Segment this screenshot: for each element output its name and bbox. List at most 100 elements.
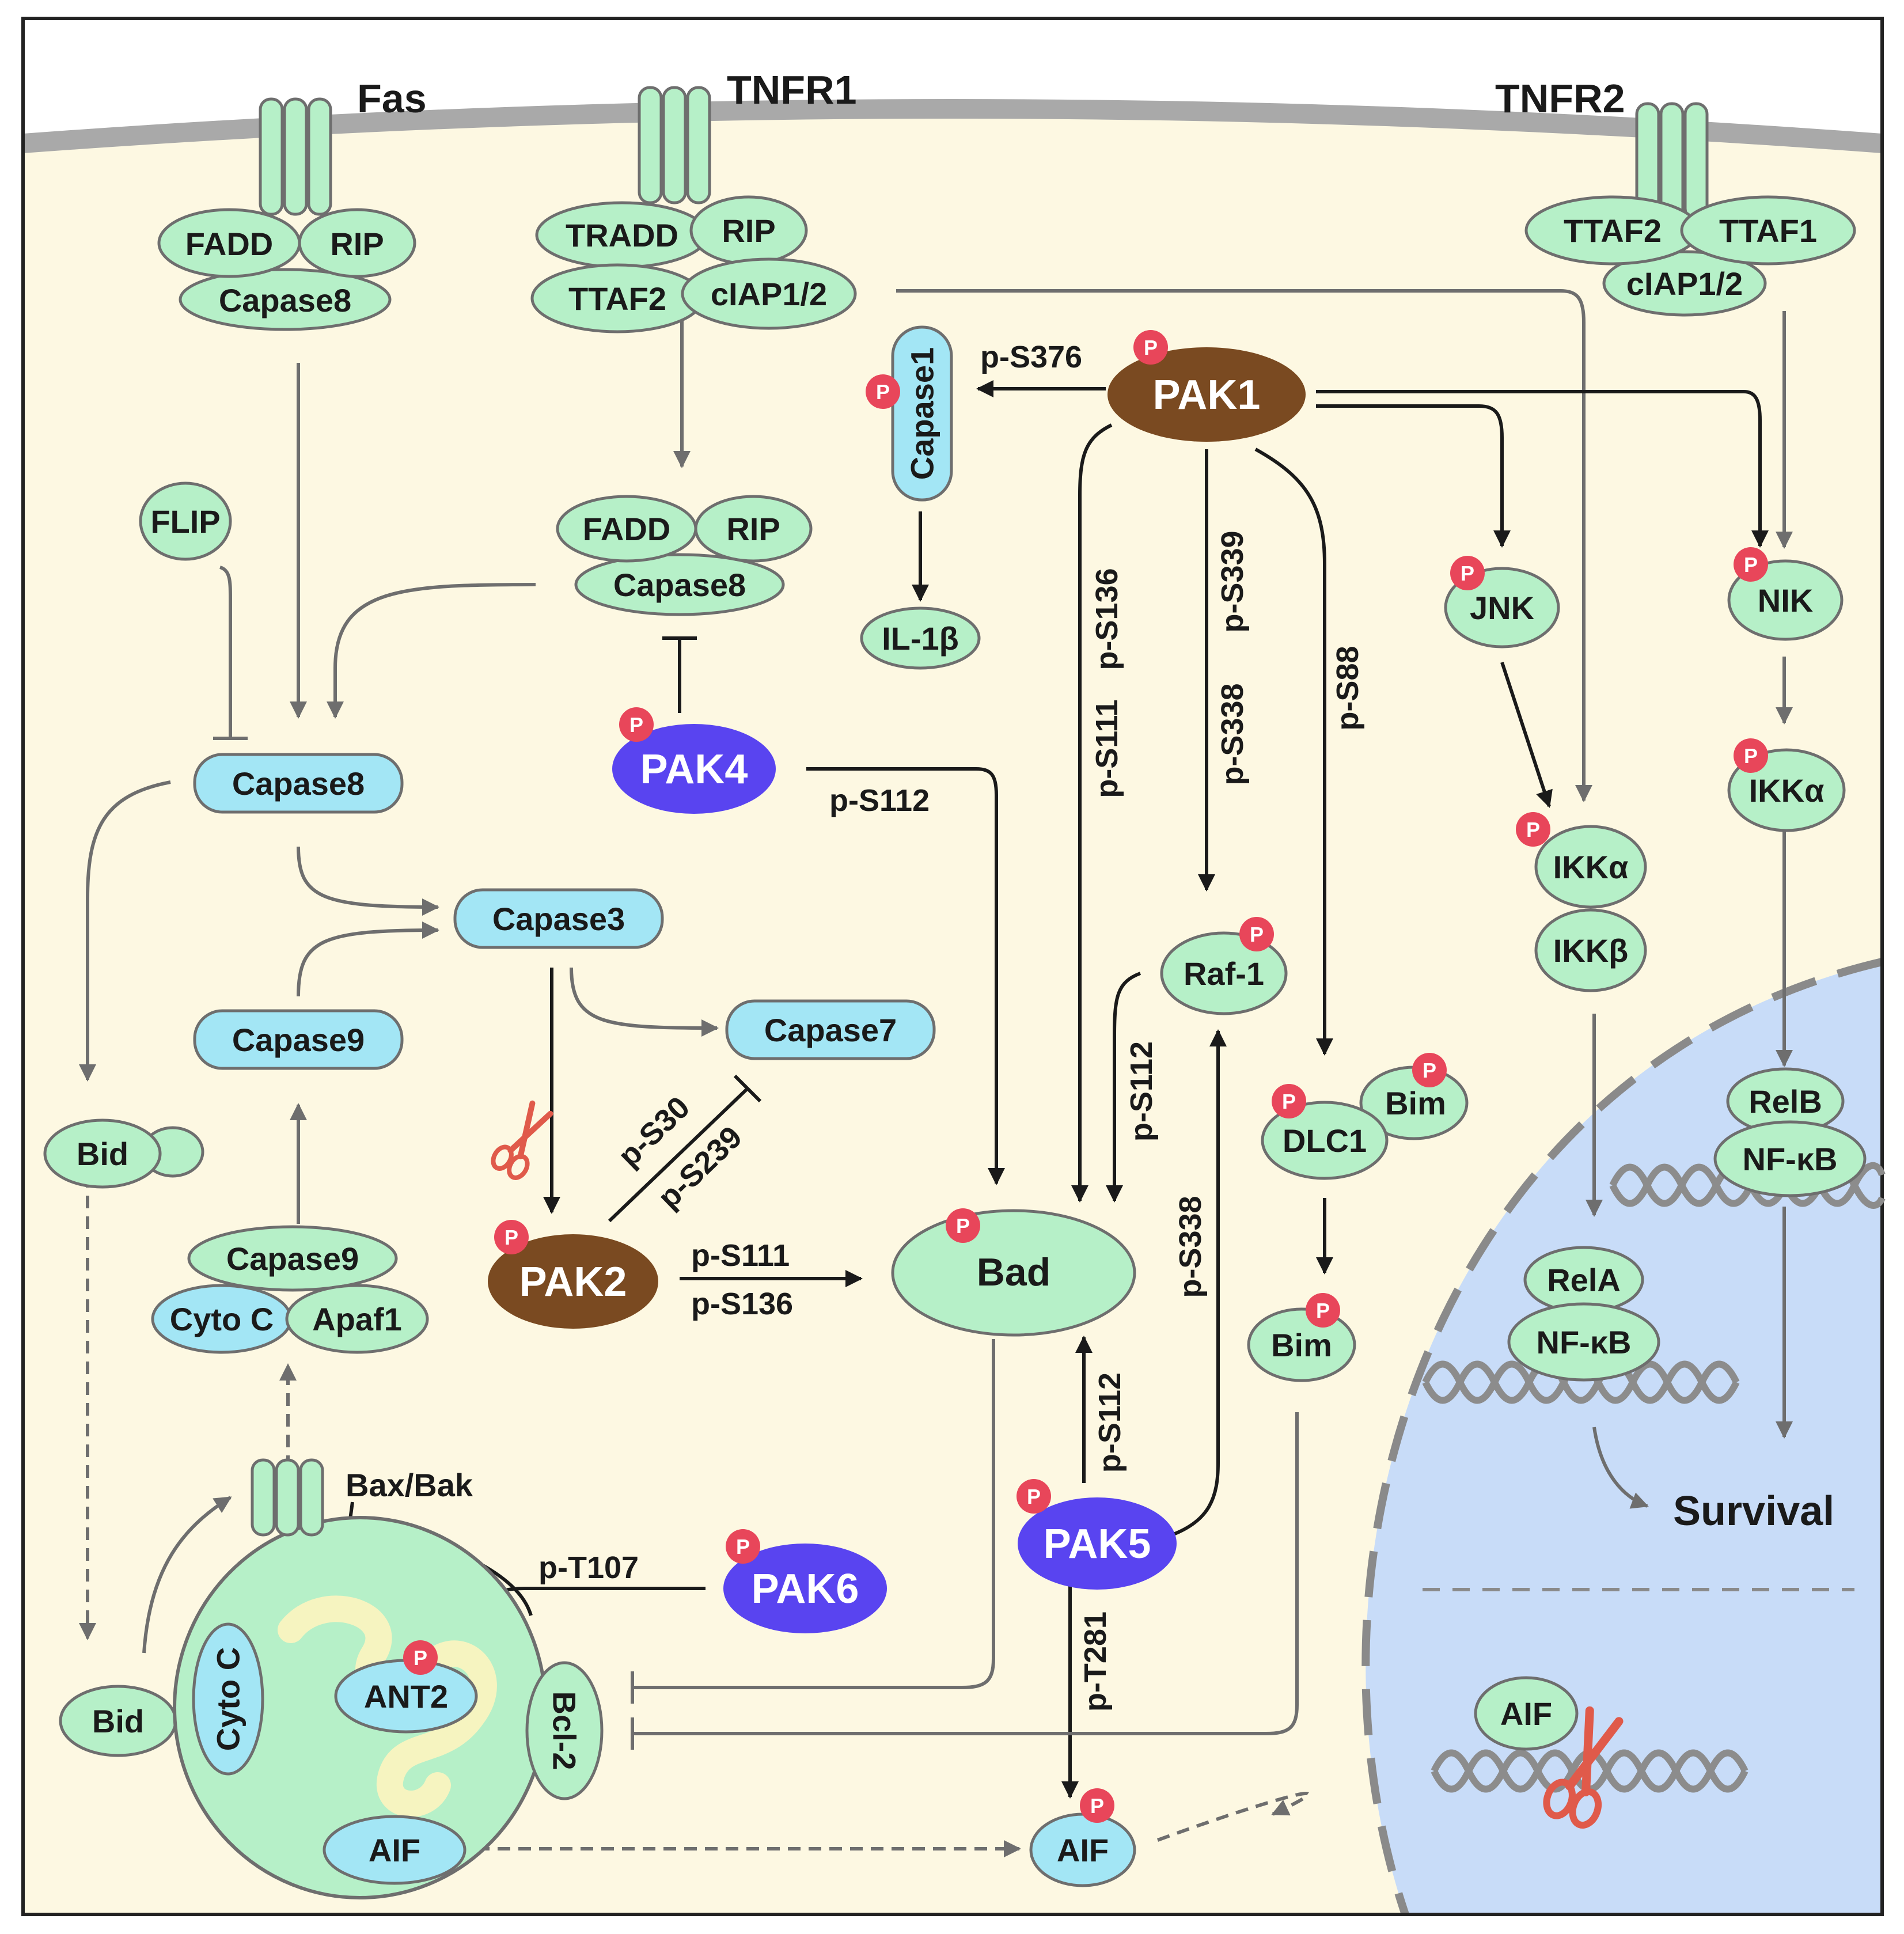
tnfr2-label: TNFR2 bbox=[1495, 76, 1625, 121]
phospho-badge: P bbox=[1306, 1293, 1340, 1328]
bim-label: Bim bbox=[1271, 1327, 1332, 1363]
capase1-label: Capase1 bbox=[904, 347, 940, 480]
capase3 bbox=[453, 888, 664, 949]
pak6-label: PAK6 bbox=[752, 1566, 859, 1612]
ikka-left bbox=[1534, 825, 1647, 909]
svg-text:P: P bbox=[1461, 562, 1474, 585]
bid-top-label: Bid bbox=[77, 1136, 128, 1172]
pak5-to-raf1-arrow bbox=[1171, 1029, 1227, 1537]
tnfr1-label: TNFR1 bbox=[727, 67, 857, 112]
tnfr1-ciap-label: cIAP1/2 bbox=[711, 276, 827, 312]
phospho-badge: P bbox=[866, 374, 900, 409]
pak1-to-nik-arrow bbox=[1316, 390, 1769, 548]
flip-label: FLIP bbox=[150, 503, 220, 540]
aif-cyto-label: AIF bbox=[1057, 1832, 1109, 1868]
bax-bak-label: Bax/Bak bbox=[346, 1467, 473, 1503]
phospho-badge: P bbox=[726, 1529, 760, 1564]
mid-capase8-to-capase8-arrow bbox=[327, 583, 536, 719]
scissors-icon bbox=[1543, 1706, 1624, 1829]
pak1 bbox=[1107, 347, 1306, 442]
phospho-badge: P bbox=[1272, 1084, 1306, 1118]
bid-to-baxbak-arrow bbox=[142, 1496, 232, 1654]
pak5-label: PAK5 bbox=[1044, 1521, 1151, 1567]
tnfr2-ciap-label: cIAP1/2 bbox=[1626, 266, 1743, 302]
mito-cytoc bbox=[192, 1622, 264, 1776]
aif-to-nucleus-dashed bbox=[1156, 1791, 1310, 1842]
apo-cytoc-label: Cyto C bbox=[170, 1301, 274, 1337]
tnfr2-complex bbox=[1524, 195, 1856, 317]
mid-fadd-label: FADD bbox=[583, 511, 670, 547]
capase8-to-capase3-arrow bbox=[297, 846, 439, 916]
bim-inhibits-bcl2 bbox=[632, 1412, 1299, 1735]
nfkb-left bbox=[1507, 1302, 1660, 1382]
capase7 bbox=[725, 999, 936, 1060]
site-s339-label: p-S339 bbox=[1215, 530, 1250, 632]
site-pak5-s112-label: p-S112 bbox=[1093, 1372, 1127, 1473]
bid-bottom-label: Bid bbox=[92, 1703, 144, 1739]
raf1-label: Raf-1 bbox=[1184, 955, 1264, 992]
capase8-to-bid-arrow bbox=[79, 780, 171, 1082]
pak5 bbox=[1018, 1497, 1177, 1590]
flip-inhibition bbox=[219, 566, 232, 738]
ciap-to-ikk-arrow bbox=[896, 289, 1592, 802]
tnfr2-ttaf1 bbox=[1680, 195, 1856, 266]
ikkb bbox=[1534, 908, 1647, 992]
pak1-to-jnk-arrow bbox=[1316, 404, 1511, 548]
bad bbox=[891, 1209, 1136, 1337]
raf1 bbox=[1160, 931, 1288, 1015]
frame bbox=[21, 17, 1884, 1916]
site-pak2-s136-label: p-S136 bbox=[691, 1287, 793, 1321]
tnfr2-ttaf2-label: TTAF2 bbox=[1564, 213, 1662, 249]
tnfr2-ttaf1-label: TTAF1 bbox=[1719, 213, 1817, 249]
nik-label: NIK bbox=[1758, 582, 1813, 619]
tnfr1-rip-label: RIP bbox=[722, 213, 775, 249]
site-s88-label: p-S88 bbox=[1330, 646, 1365, 730]
site-s376-label: p-S376 bbox=[980, 340, 1082, 374]
svg-text:P: P bbox=[1250, 923, 1264, 946]
apo-apaf1 bbox=[285, 1284, 429, 1354]
apo-capase9-label: Capase9 bbox=[226, 1241, 359, 1277]
pak2 bbox=[488, 1234, 658, 1329]
fas-capase8-label: Capase8 bbox=[219, 282, 351, 318]
mid-disc-complex bbox=[556, 495, 813, 616]
svg-text:P: P bbox=[876, 380, 890, 404]
capase3-to-capase7-arrow bbox=[570, 967, 719, 1037]
svg-text:P: P bbox=[1744, 744, 1758, 768]
site-s136-label: p-S136 bbox=[1090, 568, 1124, 670]
capase1 bbox=[891, 325, 953, 502]
mito-cristae bbox=[278, 1595, 497, 1817]
pak1-label: PAK1 bbox=[1153, 372, 1261, 418]
apo-capase9 bbox=[187, 1225, 398, 1292]
scissors-icon bbox=[491, 1100, 553, 1180]
svg-text:P: P bbox=[505, 1226, 518, 1249]
site-pak2-s111-label: p-S111 bbox=[691, 1238, 790, 1273]
mid-capase8 bbox=[574, 553, 785, 616]
bim-dlc-label: Bim bbox=[1385, 1085, 1446, 1121]
ant2-label: ANT2 bbox=[364, 1678, 448, 1715]
svg-text:P: P bbox=[1090, 1794, 1104, 1818]
dlc1-label: DLC1 bbox=[1283, 1123, 1367, 1159]
ikka-left-label: IKKα bbox=[1553, 849, 1629, 885]
bim bbox=[1247, 1307, 1356, 1382]
pak1-to-bad-arrow bbox=[1071, 423, 1113, 1203]
svg-text:P: P bbox=[1282, 1090, 1296, 1113]
flip bbox=[139, 481, 232, 561]
il1b bbox=[860, 606, 981, 670]
nucleus bbox=[1366, 962, 1882, 1914]
phospho-badge: P bbox=[1133, 330, 1168, 365]
mid-rip-label: RIP bbox=[726, 511, 780, 547]
tnfr1-receptor bbox=[638, 86, 711, 204]
pak2-inhibits-capase7 bbox=[608, 1087, 749, 1223]
nfkb-left-to-survival-arrow bbox=[1592, 1427, 1649, 1509]
svg-text:P: P bbox=[1526, 818, 1540, 841]
dlc1-bim-complex bbox=[1261, 1065, 1469, 1180]
svg-text:P: P bbox=[1316, 1299, 1330, 1322]
mid-capase8-label: Capase8 bbox=[613, 567, 746, 603]
pak6 bbox=[723, 1544, 887, 1633]
site-pak5-s338-label: p-S338 bbox=[1173, 1196, 1208, 1298]
site-raf-s112-label: p-S112 bbox=[1124, 1041, 1159, 1142]
aif-nucleus bbox=[1474, 1676, 1579, 1751]
rela-label: RelA bbox=[1547, 1262, 1621, 1298]
bcl2-label: Bcl-2 bbox=[547, 1692, 583, 1770]
